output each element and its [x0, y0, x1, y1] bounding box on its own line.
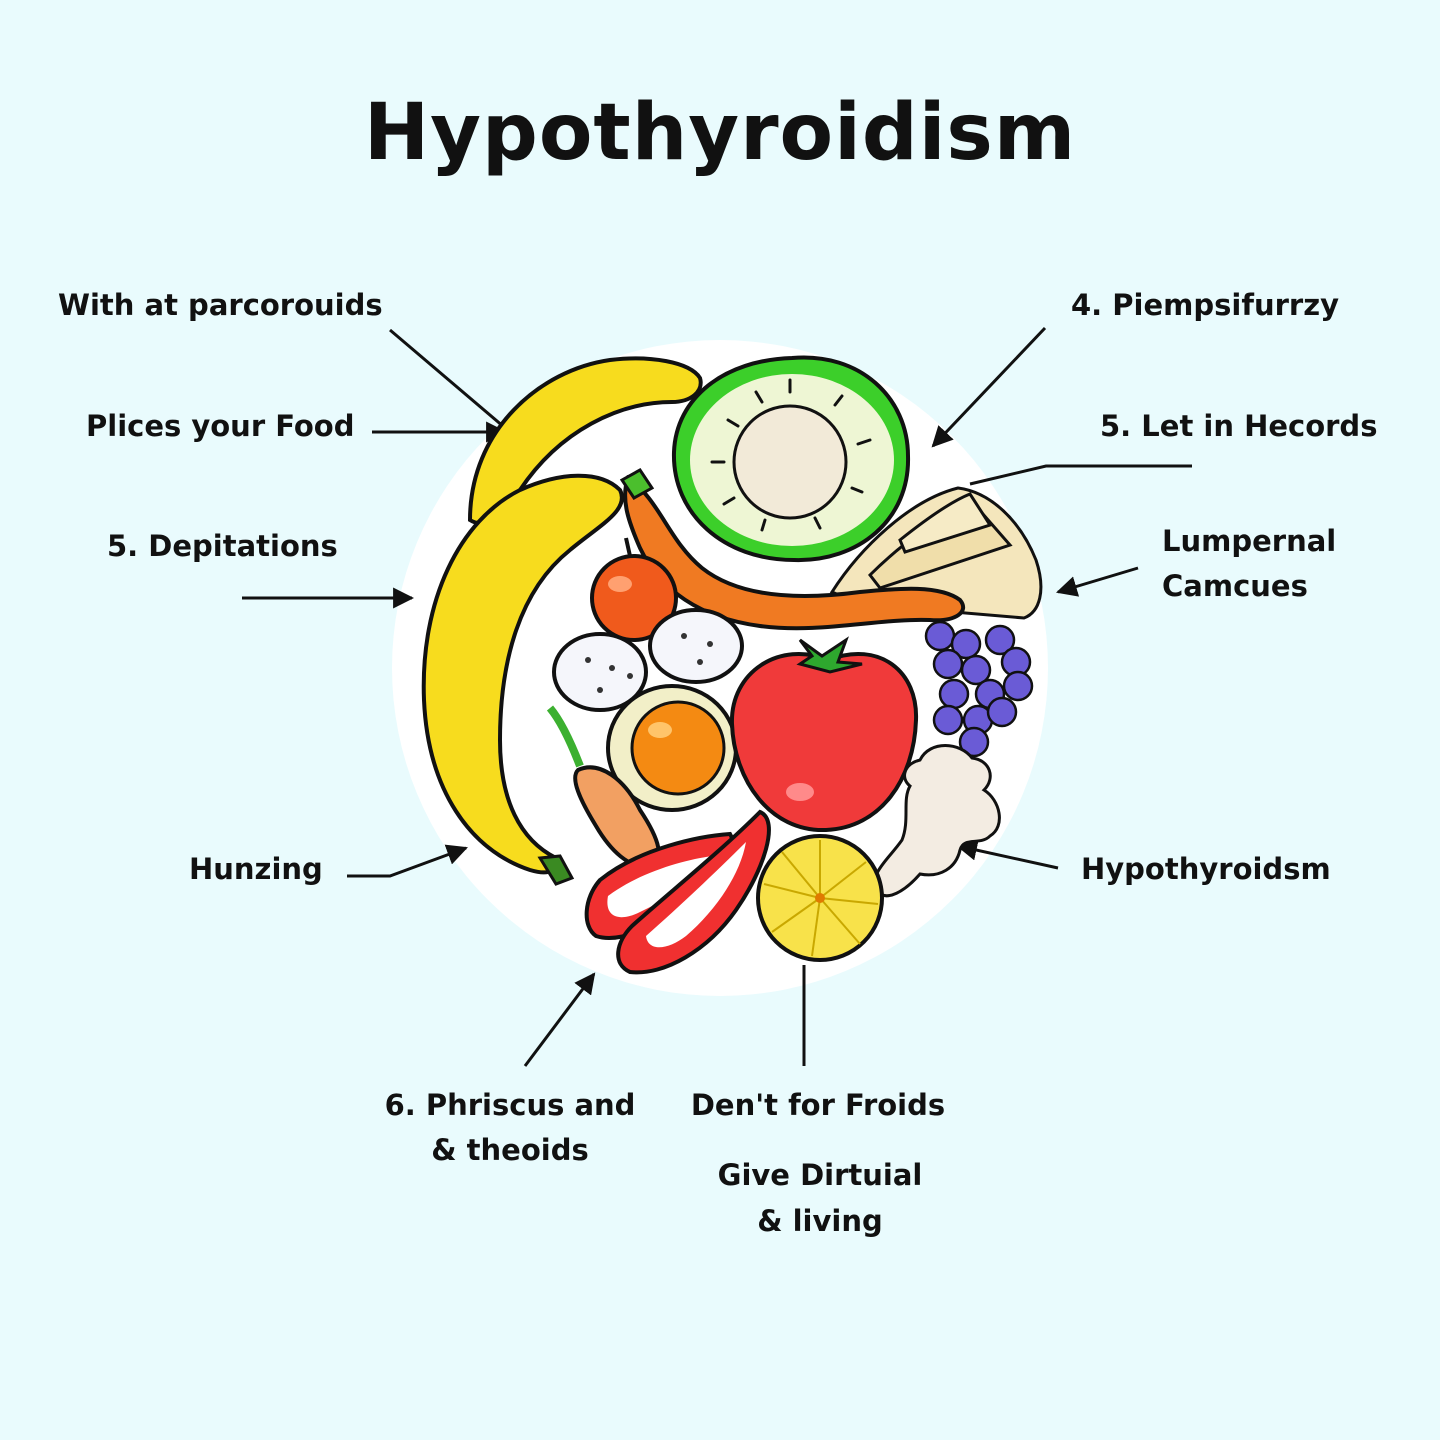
label-bottom-left: Hunzing [189, 852, 323, 886]
page-title: Hypothyroidism [363, 88, 1077, 178]
label-top-right: 4. Piempsifurrzy [1071, 288, 1339, 322]
bread-slices [829, 486, 1043, 620]
banana-front [421, 473, 624, 886]
label-bottom-a-1: 6. Phriscus and [384, 1088, 636, 1122]
arrow-lower-right [1055, 566, 1139, 597]
label-bottom-right: Hypothyroidsm [1081, 852, 1331, 886]
label-bottom-b: Den't for Froids [690, 1088, 946, 1122]
label-bottom-c-1: Give Dirtuial [717, 1158, 923, 1192]
label-top-left: With at parcorouids [58, 288, 383, 322]
red-tomato [729, 636, 919, 833]
red-pepper-slices [584, 809, 771, 975]
lemon-slice [756, 834, 884, 962]
arrow-bottom-left [347, 844, 468, 878]
label-lower-left: 5. Depitations [107, 529, 338, 563]
avocado-half [606, 684, 738, 812]
label-bottom-a-2: & theoids [431, 1133, 589, 1167]
grapes [924, 620, 1034, 758]
ginger-root [873, 744, 1001, 898]
orange-fruit [590, 537, 678, 642]
label-bottom-c-2: & living [757, 1204, 883, 1238]
arrow-mid-right [969, 464, 1192, 486]
eggs [552, 608, 744, 712]
label-mid-right: 5. Let in Hecords [1100, 409, 1378, 443]
arrow-top-right [931, 326, 1047, 448]
cucumber-slice [671, 355, 911, 563]
arrow-bottom-a [523, 972, 596, 1067]
label-lower-right-2: Camcues [1162, 569, 1308, 603]
label-lower-right-1: Lumpernal [1162, 524, 1337, 558]
arrow-bottom-right [955, 839, 1059, 870]
label-mid-left: Plices your Food [86, 409, 355, 443]
